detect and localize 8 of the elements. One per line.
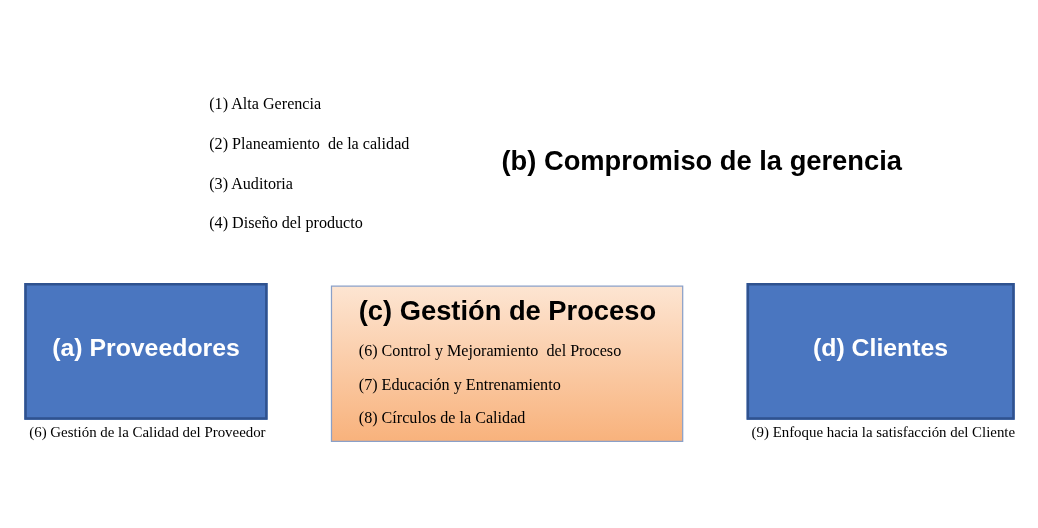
node-label: (6) Gestión de la Calidad del Proveedor: [28, 423, 266, 440]
label: (2) Planeamiento de la calidad: [208, 134, 409, 152]
label: (1) Alta Gerencia: [208, 94, 321, 112]
node-label: (9) Enfoque hacia la satisfacción del Cliente: [751, 423, 1015, 440]
label: (3) Auditoria: [208, 174, 293, 192]
node-box: (c) Gestión de Proceso (6) Control y Mejoramiento del Proceso (7) Educación y Entrenamiento (8) Círculos de la Calidad: [330, 285, 683, 442]
label: (4) Diseño del producto: [208, 213, 363, 231]
label: (b) Compromiso de la gerencia: [501, 144, 902, 176]
